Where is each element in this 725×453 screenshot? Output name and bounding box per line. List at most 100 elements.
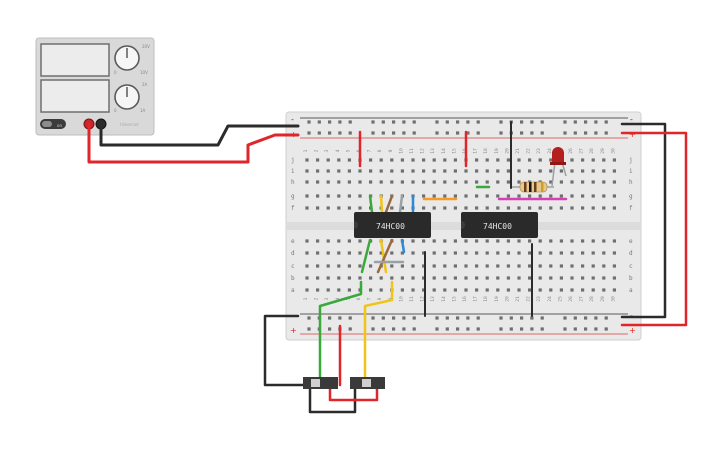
breadboard-hole[interactable] [390, 276, 394, 280]
rail-hole[interactable] [456, 327, 460, 331]
breadboard-hole[interactable] [517, 180, 521, 184]
rail-hole[interactable] [307, 327, 311, 331]
rail-hole[interactable] [499, 327, 503, 331]
breadboard-hole[interactable] [506, 180, 510, 184]
breadboard-hole[interactable] [475, 288, 479, 292]
breadboard-hole[interactable] [602, 158, 606, 162]
rail-hole[interactable] [476, 327, 480, 331]
rail-hole[interactable] [456, 316, 460, 320]
rail-hole[interactable] [371, 131, 375, 135]
rail-hole[interactable] [563, 131, 567, 135]
breadboard-hole[interactable] [347, 169, 351, 173]
rail-hole[interactable] [499, 131, 503, 135]
breadboard-hole[interactable] [464, 194, 468, 198]
rail-hole[interactable] [435, 120, 439, 124]
breadboard-hole[interactable] [602, 194, 606, 198]
breadboard-hole[interactable] [612, 276, 616, 280]
rail-hole[interactable] [476, 131, 480, 135]
breadboard-hole[interactable] [612, 180, 616, 184]
breadboard-hole[interactable] [337, 206, 341, 210]
breadboard-hole[interactable] [453, 194, 457, 198]
rail-hole[interactable] [307, 316, 311, 320]
breadboard-hole[interactable] [422, 206, 426, 210]
breadboard-hole[interactable] [559, 169, 563, 173]
breadboard-hole[interactable] [570, 264, 574, 268]
breadboard-hole[interactable] [517, 169, 521, 173]
breadboard-hole[interactable] [411, 158, 415, 162]
breadboard-hole[interactable] [602, 251, 606, 255]
rail-hole[interactable] [466, 316, 470, 320]
breadboard-hole[interactable] [453, 180, 457, 184]
breadboard-hole[interactable] [422, 264, 426, 268]
rail-hole[interactable] [371, 120, 375, 124]
breadboard-hole[interactable] [517, 158, 521, 162]
breadboard-hole[interactable] [316, 206, 320, 210]
breadboard-hole[interactable] [443, 169, 447, 173]
rail-hole[interactable] [563, 120, 567, 124]
breadboard-hole[interactable] [411, 288, 415, 292]
breadboard-hole[interactable] [559, 239, 563, 243]
breadboard-hole[interactable] [570, 288, 574, 292]
breadboard-hole[interactable] [475, 276, 479, 280]
rail-hole[interactable] [445, 327, 449, 331]
breadboard-hole[interactable] [581, 251, 585, 255]
breadboard-hole[interactable] [549, 276, 553, 280]
breadboard-hole[interactable] [432, 206, 436, 210]
breadboard-hole[interactable] [570, 239, 574, 243]
breadboard-hole[interactable] [506, 288, 510, 292]
breadboard-hole[interactable] [347, 158, 351, 162]
breadboard-hole[interactable] [411, 180, 415, 184]
breadboard-hole[interactable] [559, 206, 563, 210]
breadboard-hole[interactable] [358, 264, 362, 268]
breadboard-hole[interactable] [570, 206, 574, 210]
breadboard-hole[interactable] [432, 158, 436, 162]
breadboard-hole[interactable] [443, 251, 447, 255]
breadboard-hole[interactable] [559, 288, 563, 292]
breadboard-hole[interactable] [475, 194, 479, 198]
breadboard-hole[interactable] [496, 288, 500, 292]
rail-hole[interactable] [338, 120, 342, 124]
breadboard-hole[interactable] [538, 264, 542, 268]
breadboard-hole[interactable] [443, 180, 447, 184]
breadboard-hole[interactable] [422, 158, 426, 162]
breadboard-hole[interactable] [316, 180, 320, 184]
breadboard-hole[interactable] [453, 264, 457, 268]
breadboard-hole[interactable] [432, 264, 436, 268]
breadboard-hole[interactable] [390, 180, 394, 184]
breadboard-hole[interactable] [475, 251, 479, 255]
breadboard-hole[interactable] [549, 194, 553, 198]
breadboard-hole[interactable] [369, 180, 373, 184]
power-switch[interactable]: on [40, 119, 66, 129]
rail-hole[interactable] [530, 316, 534, 320]
breadboard-hole[interactable] [400, 180, 404, 184]
breadboard-hole[interactable] [453, 158, 457, 162]
breadboard-hole[interactable] [337, 158, 341, 162]
breadboard-hole[interactable] [602, 180, 606, 184]
rail-hole[interactable] [412, 316, 416, 320]
breadboard-hole[interactable] [602, 276, 606, 280]
breadboard-hole[interactable] [305, 239, 309, 243]
breadboard-hole[interactable] [538, 276, 542, 280]
breadboard-hole[interactable] [538, 239, 542, 243]
breadboard-hole[interactable] [337, 276, 341, 280]
breadboard-hole[interactable] [379, 169, 383, 173]
breadboard-hole[interactable] [379, 158, 383, 162]
breadboard-hole[interactable] [400, 206, 404, 210]
breadboard-hole[interactable] [316, 264, 320, 268]
breadboard-hole[interactable] [570, 276, 574, 280]
chip-2[interactable]: 74HC00 [461, 212, 538, 238]
breadboard-hole[interactable] [581, 158, 585, 162]
breadboard-hole[interactable] [570, 180, 574, 184]
rail-hole[interactable] [540, 316, 544, 320]
breadboard-hole[interactable] [612, 288, 616, 292]
breadboard-hole[interactable] [581, 239, 585, 243]
rail-hole[interactable] [499, 316, 503, 320]
breadboard-hole[interactable] [517, 251, 521, 255]
breadboard-hole[interactable] [337, 194, 341, 198]
breadboard-hole[interactable] [528, 264, 532, 268]
rail-hole[interactable] [499, 120, 503, 124]
rail-hole[interactable] [328, 120, 332, 124]
breadboard-hole[interactable] [528, 206, 532, 210]
breadboard-hole[interactable] [475, 169, 479, 173]
breadboard-hole[interactable] [602, 239, 606, 243]
